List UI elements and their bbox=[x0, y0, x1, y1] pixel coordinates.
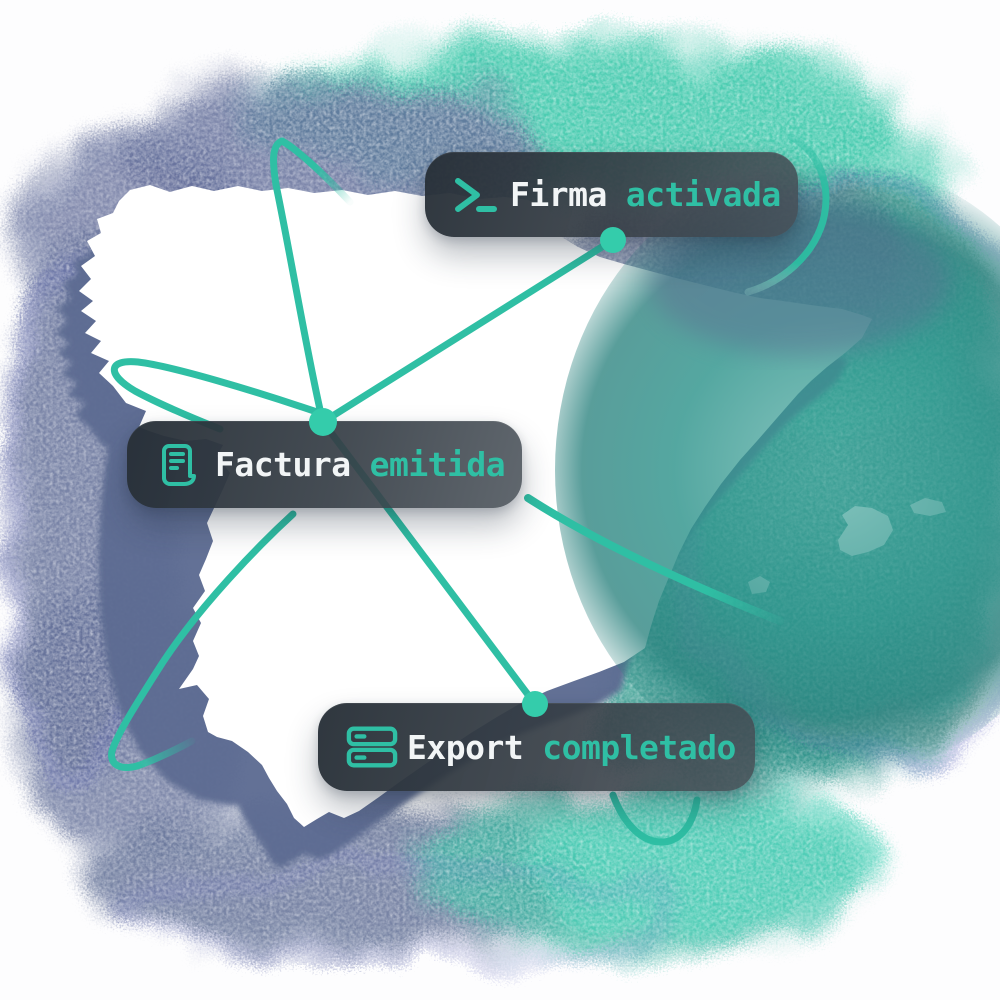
connector-dot-firma bbox=[600, 227, 626, 253]
orbit-arc-bottom-left-tail bbox=[133, 737, 196, 770]
terminal-prompt-icon bbox=[455, 177, 497, 212]
orbit-arc-left-loop bbox=[110, 358, 321, 433]
connector-line-firma bbox=[319, 236, 617, 426]
northeast-slate-haze bbox=[650, 205, 950, 355]
orbit-arc-export-hook bbox=[609, 791, 701, 846]
badge-firma: Firma activada bbox=[425, 152, 798, 237]
orbit-arc-top bbox=[270, 137, 325, 418]
badge-export-label: Export bbox=[407, 727, 524, 767]
invoice-receipt-icon bbox=[162, 443, 196, 486]
orbit-arc-firma-hook bbox=[744, 133, 830, 296]
server-export-icon bbox=[346, 726, 398, 768]
badge-factura-status: emitida bbox=[369, 445, 506, 484]
badge-firma-status: activada bbox=[625, 175, 781, 214]
orbit-arc-bottom-left bbox=[108, 510, 297, 771]
connector-dot-factura bbox=[309, 408, 337, 436]
badge-export-status: completado bbox=[542, 727, 736, 767]
badge-factura-label: Factura bbox=[215, 445, 351, 484]
badge-export: Export completado bbox=[318, 703, 755, 791]
badge-firma-label: Firma bbox=[510, 175, 607, 214]
connector-dot-export bbox=[522, 691, 548, 717]
orbit-arc-top-tail bbox=[278, 137, 354, 206]
orbit-arc-right bbox=[524, 494, 784, 625]
